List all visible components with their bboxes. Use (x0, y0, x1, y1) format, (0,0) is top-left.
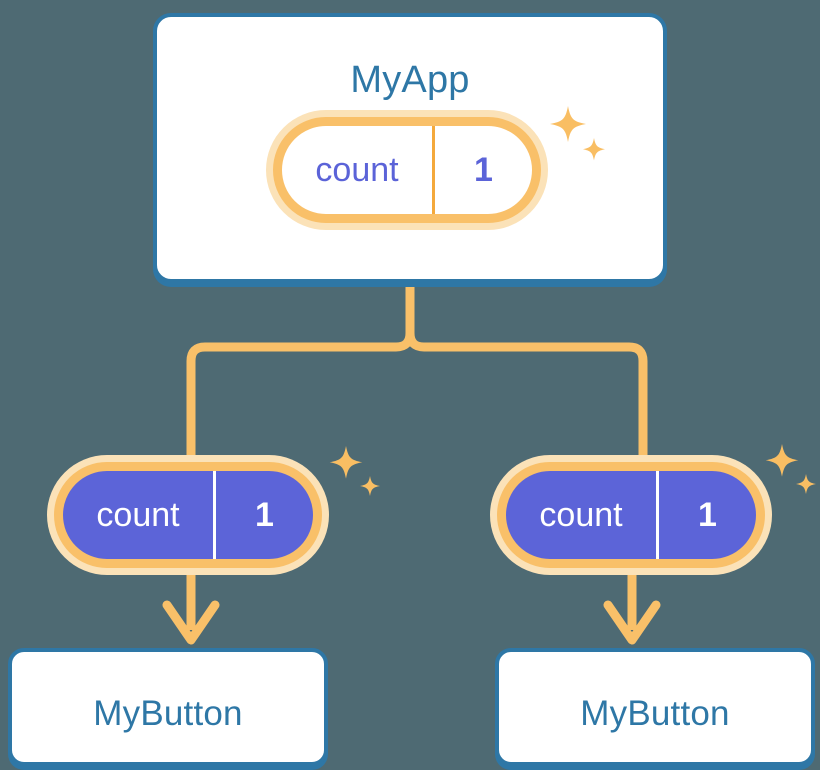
connector-branch-left (186, 281, 415, 460)
sparkle-small-icon (360, 476, 380, 496)
state-pill-myapp[interactable]: count 1 (266, 110, 548, 230)
card-myapp-title: MyApp (350, 59, 470, 101)
state-pill-child-left-ring: count 1 (54, 462, 322, 568)
state-pill-myapp-key: count (315, 150, 399, 189)
state-pill-child-right[interactable]: count 1 (490, 455, 772, 575)
sparkle-small-icon (796, 474, 816, 494)
sparkle-large-icon (329, 446, 363, 479)
sparkle-large-icon (765, 444, 799, 477)
card-mybutton-left[interactable]: MyButton (8, 648, 328, 766)
state-pill-child-left[interactable]: count 1 (47, 455, 329, 575)
card-mybutton-right[interactable]: MyButton (495, 648, 815, 766)
card-myapp[interactable]: MyApp (153, 13, 667, 283)
state-pill-child-right-key: count (539, 495, 623, 534)
state-pill-child-right-ring: count 1 (497, 462, 765, 568)
arrow-head-right-icon (603, 600, 661, 645)
connector-branch-right (405, 281, 648, 460)
state-pill-myapp-value: 1 (432, 126, 532, 214)
card-mybutton-right-title: MyButton (580, 694, 730, 733)
state-pill-myapp-ring: count 1 (273, 117, 541, 223)
state-pill-child-right-value: 1 (656, 471, 756, 559)
card-mybutton-left-title: MyButton (93, 694, 243, 733)
sparkle-group-child-left (329, 446, 380, 496)
arrow-head-left-icon (162, 600, 220, 645)
state-pill-child-left-value: 1 (213, 471, 313, 559)
state-pill-child-left-key: count (96, 495, 180, 534)
